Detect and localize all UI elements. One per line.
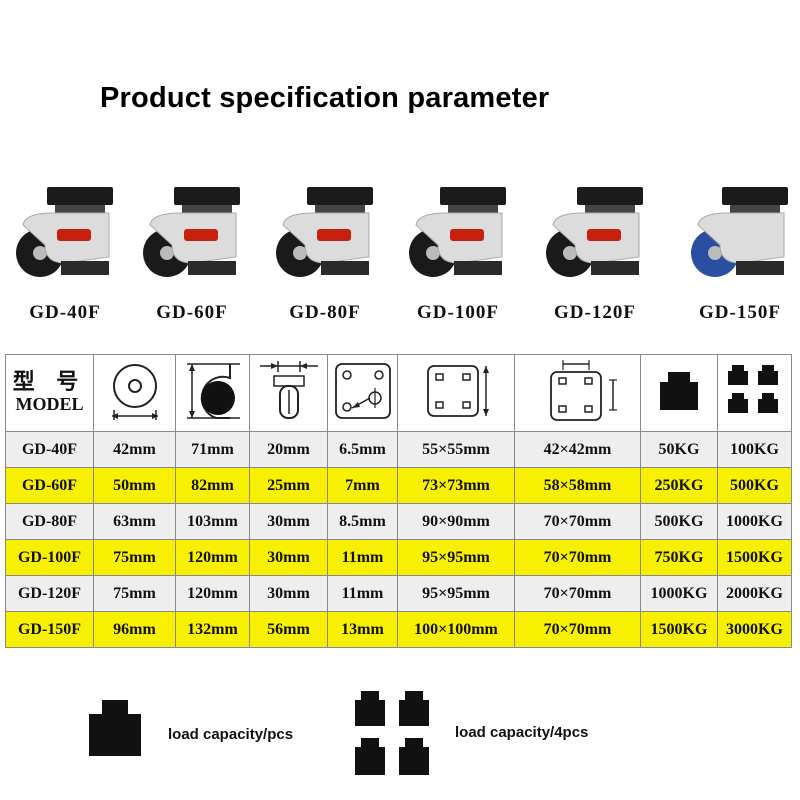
table-cell: 1000KG — [717, 503, 792, 540]
product-name: GD-80F — [289, 302, 361, 323]
product-name: GD-120F — [554, 302, 636, 323]
total-height-icon — [175, 354, 250, 432]
model-cell: GD-150F — [5, 611, 94, 648]
table-cell: 71mm — [175, 431, 250, 468]
table-cell: 120mm — [175, 539, 250, 576]
table-cell: 73×73mm — [397, 467, 515, 504]
four-weights-icon — [355, 691, 429, 775]
product-name: GD-100F — [417, 302, 499, 323]
table-cell: 132mm — [175, 611, 250, 648]
caster-icon — [143, 187, 240, 277]
table-header-row: 型 号 MODEL — [5, 354, 792, 432]
product-gallery: GD-40F GD-60F GD-80F GD-100F GD-120F GD-… — [0, 185, 800, 335]
table-cell: 6.5mm — [327, 431, 398, 468]
table-cell: 55×55mm — [397, 431, 515, 468]
table-cell: 13mm — [327, 611, 398, 648]
product-gd-100f: GD-100F — [398, 185, 518, 335]
table-cell: 500KG — [717, 467, 792, 504]
caster-icon — [546, 187, 643, 277]
table-cell: 95×95mm — [397, 539, 515, 576]
table-cell: 103mm — [175, 503, 250, 540]
bolt-hole-diameter-icon — [327, 354, 398, 432]
caster-icon — [691, 187, 788, 277]
product-gd-60f: GD-60F — [132, 185, 252, 335]
legend-four-label: load capacity/4pcs — [455, 724, 589, 741]
table-cell: 2000KG — [717, 575, 792, 612]
table-cell: 3000KG — [717, 611, 792, 648]
table-cell: 70×70mm — [514, 539, 641, 576]
table-cell: 25mm — [249, 467, 328, 504]
wheel-width-icon — [249, 354, 328, 432]
single-weight-icon — [89, 700, 141, 756]
model-cell: GD-40F — [5, 431, 94, 468]
model-cell: GD-80F — [5, 503, 94, 540]
model-header-en: MODEL — [15, 394, 84, 414]
table-cell: 56mm — [249, 611, 328, 648]
table-cell: 95×95mm — [397, 575, 515, 612]
caster-icon — [16, 187, 113, 277]
wheel-diameter-icon — [93, 354, 176, 432]
spec-table: 型 号 MODEL — [5, 354, 792, 648]
table-cell: 30mm — [249, 539, 328, 576]
table-cell: 20mm — [249, 431, 328, 468]
model-cell: GD-100F — [5, 539, 94, 576]
table-cell: 58×58mm — [514, 467, 641, 504]
page-title: Product specification parameter — [100, 82, 550, 114]
table-cell: 30mm — [249, 503, 328, 540]
table-cell: 11mm — [327, 575, 398, 612]
table-cell: 75mm — [93, 575, 176, 612]
table-cell: 8.5mm — [327, 503, 398, 540]
table-cell: 250KG — [640, 467, 718, 504]
table-cell: 1500KG — [717, 539, 792, 576]
product-name: GD-150F — [699, 302, 781, 323]
table-cell: 70×70mm — [514, 575, 641, 612]
table-cell: 90×90mm — [397, 503, 515, 540]
table-cell: 1500KG — [640, 611, 718, 648]
table-cell: 70×70mm — [514, 611, 641, 648]
table-cell: 100×100mm — [397, 611, 515, 648]
table-cell: 42mm — [93, 431, 176, 468]
model-cell: GD-120F — [5, 575, 94, 612]
caster-icon — [276, 187, 373, 277]
model-header-cn: 型 号 — [12, 369, 87, 394]
table-cell: 75mm — [93, 539, 176, 576]
product-gd-120f: GD-120F — [535, 185, 655, 335]
product-name: GD-40F — [29, 302, 101, 323]
table-cell: 100KG — [717, 431, 792, 468]
model-cell: GD-60F — [5, 467, 94, 504]
model-header: 型 号 MODEL — [5, 354, 94, 432]
table-cell: 82mm — [175, 467, 250, 504]
table-cell: 50KG — [640, 431, 718, 468]
single-load-icon — [640, 354, 718, 432]
table-cell: 1000KG — [640, 575, 718, 612]
table-cell: 42×42mm — [514, 431, 641, 468]
table-cell: 7mm — [327, 467, 398, 504]
four-load-icon — [717, 354, 792, 432]
plate-size-icon — [397, 354, 515, 432]
table-cell: 120mm — [175, 575, 250, 612]
table-cell: 750KG — [640, 539, 718, 576]
table-cell: 500KG — [640, 503, 718, 540]
product-gd-80f: GD-80F — [265, 185, 385, 335]
product-gd-40f: GD-40F — [5, 185, 125, 335]
table-cell: 30mm — [249, 575, 328, 612]
caster-icon — [409, 187, 506, 277]
table-cell: 11mm — [327, 539, 398, 576]
table-cell: 96mm — [93, 611, 176, 648]
table-cell: 70×70mm — [514, 503, 641, 540]
hole-spacing-icon — [514, 354, 641, 432]
table-cell: 63mm — [93, 503, 176, 540]
product-name: GD-60F — [156, 302, 228, 323]
legend-single-label: load capacity/pcs — [168, 726, 294, 743]
table-cell: 50mm — [93, 467, 176, 504]
product-gd-150f: GD-150F — [680, 185, 800, 335]
